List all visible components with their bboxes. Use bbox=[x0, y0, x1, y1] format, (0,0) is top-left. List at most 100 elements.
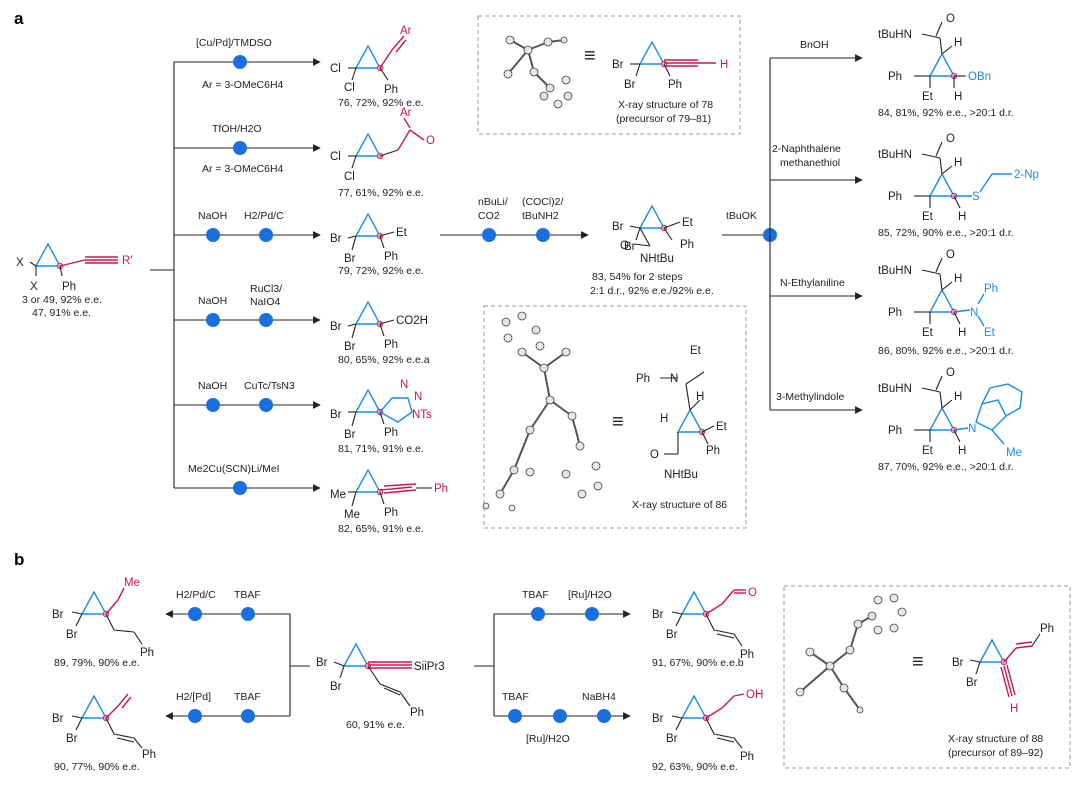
svg-text:H2/Pd/C: H2/Pd/C bbox=[176, 589, 216, 601]
svg-text:83, 54% for 2 steps: 83, 54% for 2 steps bbox=[592, 271, 682, 283]
svg-text:3-Methylindole: 3-Methylindole bbox=[776, 391, 844, 403]
step-dot bbox=[233, 141, 247, 155]
svg-text:Et: Et bbox=[984, 327, 996, 339]
svg-text:Ph: Ph bbox=[668, 79, 682, 91]
panel-label-a: a bbox=[14, 9, 24, 28]
svg-text:H: H bbox=[696, 391, 704, 403]
step-dot bbox=[206, 313, 220, 327]
svg-text:H: H bbox=[660, 413, 668, 425]
svg-text:Ph: Ph bbox=[140, 647, 154, 659]
r76-top: [Cu/Pd]/TMDSO bbox=[196, 37, 272, 49]
svg-text:Ph: Ph bbox=[888, 71, 902, 83]
svg-text:Ph: Ph bbox=[384, 427, 398, 439]
svg-text:H: H bbox=[958, 327, 966, 339]
product-83: Br Br Et O NHtBu Ph 83, 54% for 2 steps … bbox=[590, 205, 714, 297]
svg-text:Ph: Ph bbox=[706, 445, 720, 457]
svg-text:91, 67%, 90% e.e.b: 91, 67%, 90% e.e.b bbox=[652, 657, 744, 669]
svg-text:O: O bbox=[620, 240, 629, 252]
svg-text:Me: Me bbox=[344, 509, 360, 521]
svg-text:[Ru]/H2O: [Ru]/H2O bbox=[568, 589, 612, 601]
svg-text:methanethiol: methanethiol bbox=[780, 157, 840, 169]
svg-text:O: O bbox=[946, 13, 955, 25]
svg-text:tBuHN: tBuHN bbox=[878, 149, 912, 161]
product-91: Br Br O Ph 91, 67%, 90% e.e.b bbox=[652, 587, 757, 669]
product-77: Cl Cl Ar O 77, 61%, 92% e.e. bbox=[330, 107, 435, 199]
svg-text:O: O bbox=[946, 133, 955, 145]
svg-text:Cl: Cl bbox=[330, 151, 341, 163]
svg-text:Br: Br bbox=[330, 409, 342, 421]
svg-text:Br: Br bbox=[344, 429, 356, 441]
svg-text:85, 72%, 90% e.e., >20:1 d.r.: 85, 72%, 90% e.e., >20:1 d.r. bbox=[878, 227, 1014, 239]
svg-text:TBAF: TBAF bbox=[502, 691, 529, 703]
step-dot bbox=[597, 709, 611, 723]
svg-text:Cl: Cl bbox=[344, 171, 355, 183]
svg-text:Et: Et bbox=[922, 91, 934, 103]
svg-text:N: N bbox=[670, 373, 678, 385]
svg-text:N: N bbox=[970, 307, 978, 319]
svg-text:NaOH: NaOH bbox=[198, 380, 227, 392]
svg-text:(precursor of 89–92): (precursor of 89–92) bbox=[948, 747, 1043, 759]
step-dot bbox=[259, 313, 273, 327]
product-80: Br Br Ph CO2H 80, 65%, 92% e.e.a bbox=[330, 301, 430, 366]
equiv-sign: ≡ bbox=[612, 411, 624, 433]
svg-text:TBAF: TBAF bbox=[234, 589, 261, 601]
svg-text:(precursor of 79–81): (precursor of 79–81) bbox=[616, 113, 711, 125]
caption-81: 81, 71%, 91% e.e. bbox=[338, 443, 424, 455]
svg-text:O: O bbox=[426, 135, 435, 147]
start-label-x1: X bbox=[16, 257, 24, 269]
svg-text:CuTc/TsN3: CuTc/TsN3 bbox=[244, 380, 295, 392]
svg-text:89, 79%, 90% e.e.: 89, 79%, 90% e.e. bbox=[54, 657, 140, 669]
r76-bottom: Ar = 3-OMeC6H4 bbox=[202, 79, 284, 91]
svg-text:N: N bbox=[968, 423, 976, 435]
svg-text:Cl: Cl bbox=[344, 82, 355, 94]
svg-text:RuCl3/: RuCl3/ bbox=[250, 283, 282, 295]
svg-text:H: H bbox=[954, 391, 962, 403]
svg-text:Br: Br bbox=[666, 733, 678, 745]
product-89: Br Br Me Ph 89, 79%, 90% e.e. bbox=[52, 577, 154, 669]
svg-text:X-ray structure of 78: X-ray structure of 78 bbox=[618, 99, 713, 111]
svg-text:Et: Et bbox=[716, 421, 728, 433]
svg-text:TBAF: TBAF bbox=[522, 589, 549, 601]
svg-text:SiiPr3: SiiPr3 bbox=[414, 661, 445, 673]
svg-text:Ph: Ph bbox=[384, 251, 398, 263]
panel-label-b: b bbox=[14, 550, 24, 569]
svg-text:H: H bbox=[954, 37, 962, 49]
step-dot bbox=[233, 55, 247, 69]
svg-text:Ph: Ph bbox=[888, 307, 902, 319]
product-81: Br Br Ph N N NTs 81, 71%, 91% e.e. bbox=[330, 379, 432, 455]
svg-text:Ar: Ar bbox=[400, 107, 412, 119]
step-dot bbox=[531, 607, 545, 621]
svg-text:Br: Br bbox=[652, 713, 664, 725]
svg-text:Br: Br bbox=[612, 221, 624, 233]
svg-text:86, 80%, 92% e.e., >20:1 d.r.: 86, 80%, 92% e.e., >20:1 d.r. bbox=[878, 345, 1014, 357]
svg-text:NaBH4: NaBH4 bbox=[582, 691, 616, 703]
svg-text:OH: OH bbox=[746, 689, 763, 701]
svg-text:H: H bbox=[958, 445, 966, 457]
svg-text:tBuHN: tBuHN bbox=[878, 383, 912, 395]
svg-text:Ph: Ph bbox=[888, 191, 902, 203]
product-87: tBuHN O H Ph N Me Et H 87, 70%, 92% e.e.… bbox=[878, 367, 1023, 473]
xray-86-box bbox=[483, 305, 747, 529]
svg-text:tBuNH2: tBuNH2 bbox=[522, 210, 559, 222]
svg-text:Br: Br bbox=[624, 241, 636, 253]
step-dot bbox=[188, 709, 202, 723]
svg-text:OBn: OBn bbox=[968, 71, 991, 83]
svg-text:X-ray structure of 88: X-ray structure of 88 bbox=[948, 733, 1043, 745]
svg-text:Br: Br bbox=[952, 657, 964, 669]
svg-text:CO2: CO2 bbox=[478, 210, 500, 222]
svg-text:H: H bbox=[720, 59, 728, 71]
svg-text:O: O bbox=[650, 449, 659, 461]
svg-text:Et: Et bbox=[922, 211, 934, 223]
svg-text:H2/Pd/C: H2/Pd/C bbox=[244, 210, 284, 222]
svg-text:Br: Br bbox=[66, 629, 78, 641]
svg-text:Ph: Ph bbox=[680, 239, 694, 251]
svg-text:Br: Br bbox=[966, 677, 978, 689]
svg-text:N: N bbox=[400, 379, 408, 391]
svg-text:Ph: Ph bbox=[740, 751, 754, 763]
start-compound: X X Ph R′ 3 or 49, 92% e.e. 47, 91% e.e. bbox=[16, 243, 132, 319]
xray-78-box bbox=[477, 15, 741, 135]
step-dot bbox=[259, 398, 273, 412]
svg-text:Br: Br bbox=[66, 733, 78, 745]
svg-text:2:1 d.r., 92% e.e./92% e.e.: 2:1 d.r., 92% e.e./92% e.e. bbox=[590, 285, 714, 297]
